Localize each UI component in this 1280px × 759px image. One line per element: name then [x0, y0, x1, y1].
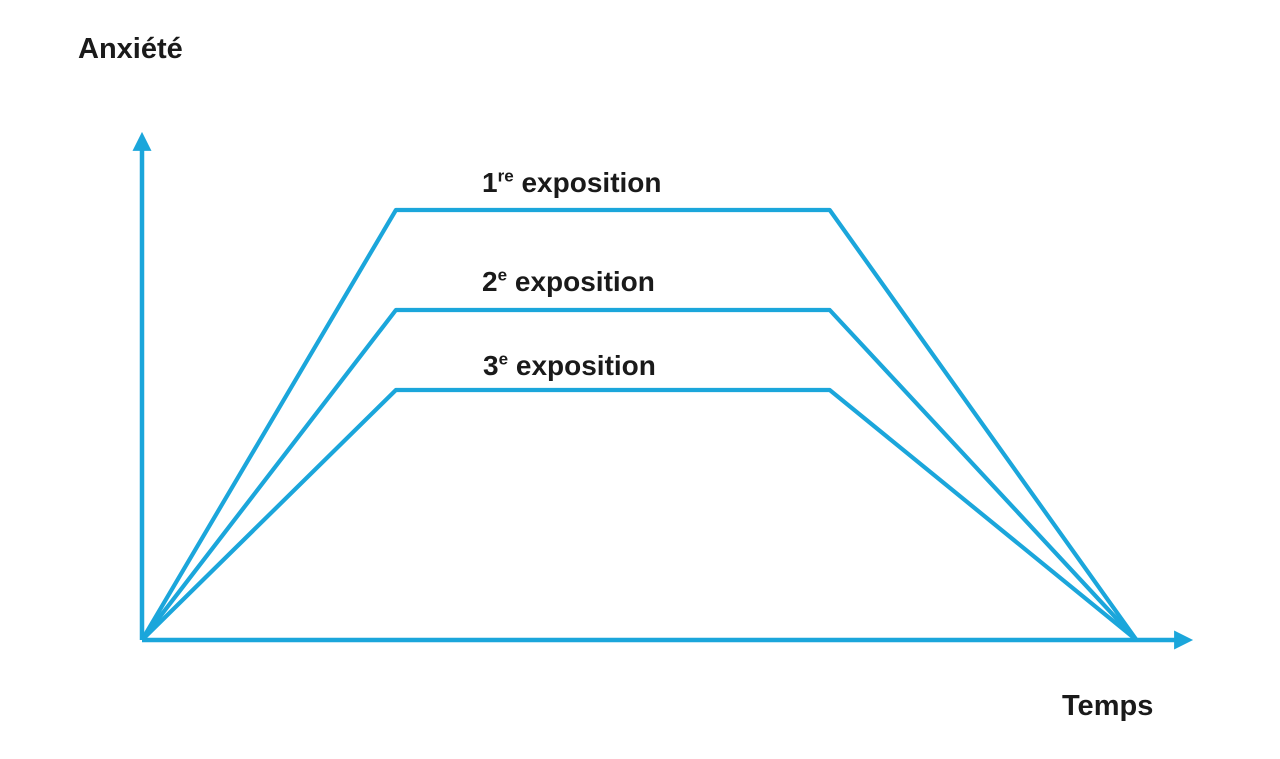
curve-label-ordinal-suffix: e [498, 349, 509, 369]
curve-2e-exposition [140, 307, 1139, 642]
curve-label-text: exposition [515, 350, 656, 381]
curve-label-ordinal-suffix: e [497, 265, 508, 285]
curve-1re-exposition [140, 207, 1139, 642]
curve-label-3e-exposition: 3e exposition [483, 349, 656, 382]
y-axis-label: Anxiété [78, 33, 183, 65]
curve-label-ordinal: 2 [482, 266, 498, 297]
curve-label-1re-exposition: 1re exposition [482, 166, 662, 199]
curve-label-ordinal: 3 [483, 350, 499, 381]
x-axis-label: Temps [1062, 690, 1154, 722]
curve-label-ordinal: 1 [482, 167, 498, 198]
curve-3e-exposition [140, 387, 1138, 642]
curve-label-ordinal-suffix: re [497, 166, 514, 186]
curve-label-text: exposition [514, 266, 655, 297]
curve-label-2e-exposition: 2e exposition [482, 265, 655, 298]
curve-label-text: exposition [521, 167, 662, 198]
